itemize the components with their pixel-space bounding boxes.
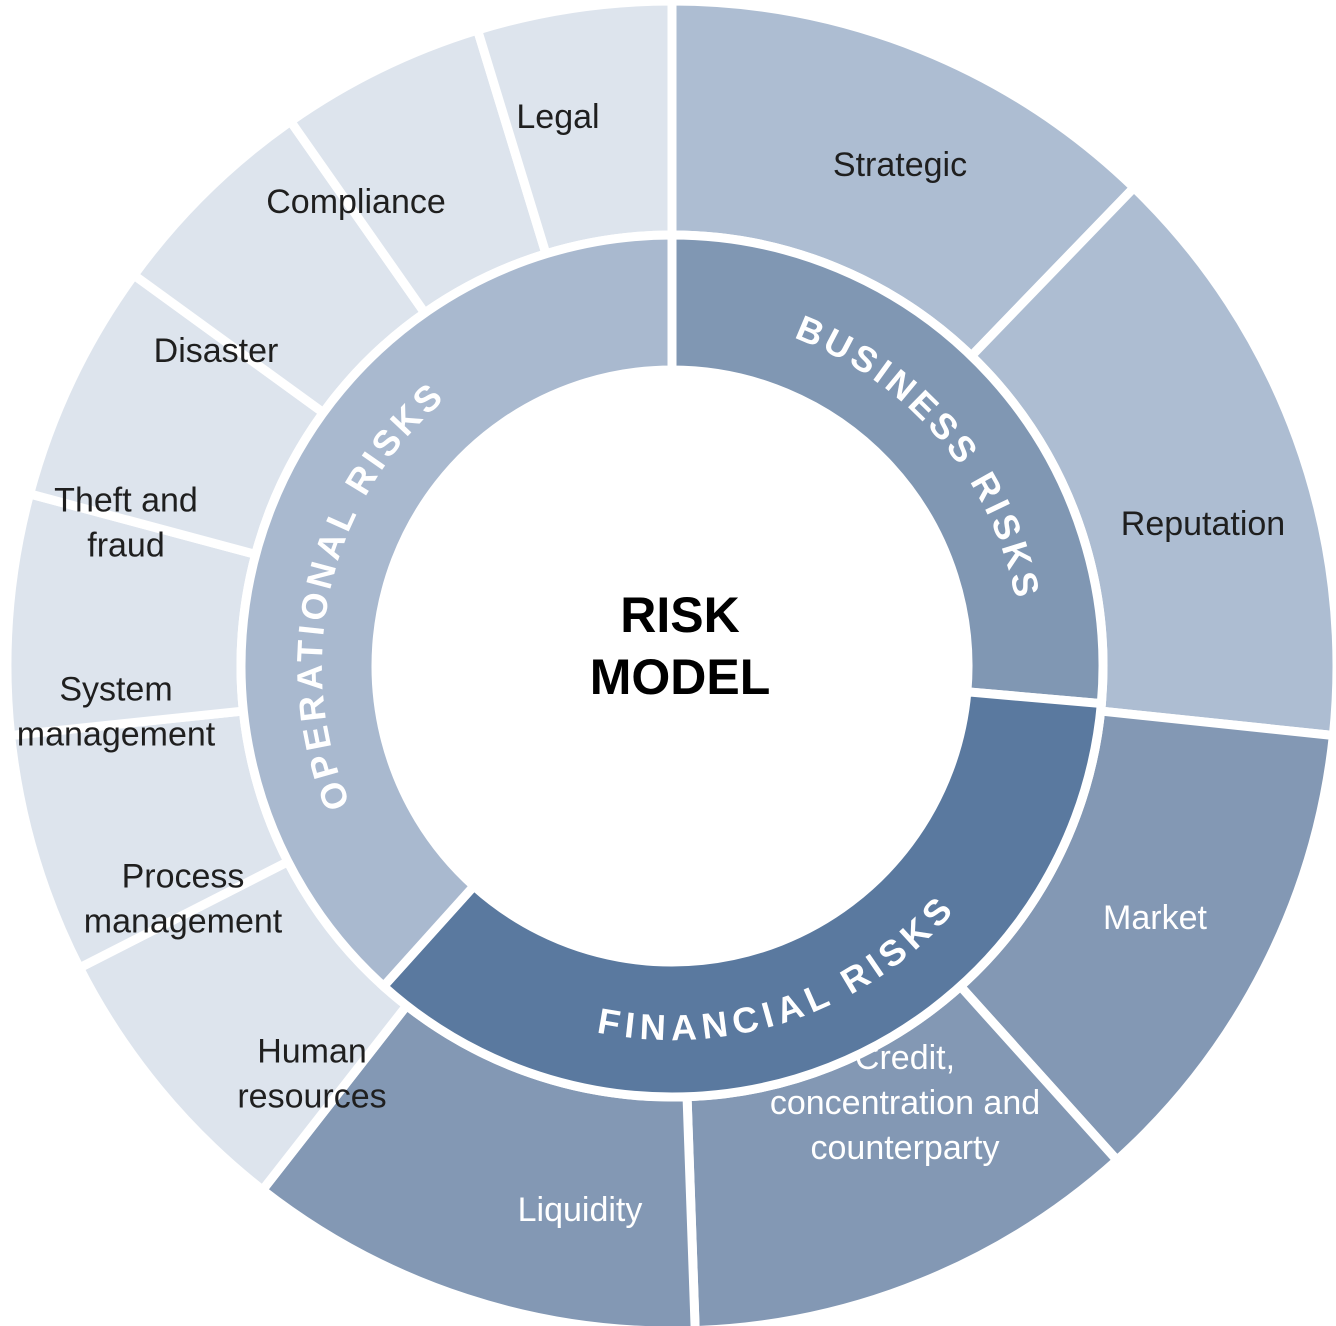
financial-item-label: Liquidity [518, 1191, 643, 1229]
operational-item-label: fraud [87, 527, 165, 565]
financial-item-label: concentration and [770, 1084, 1040, 1122]
financial-item-label: counterparty [811, 1129, 1000, 1167]
operational-item-label: Human [257, 1033, 367, 1071]
business-item-label: Strategic [833, 146, 967, 184]
financial-ring-sector [377, 686, 1107, 1102]
operational-item-label: Disaster [154, 332, 279, 370]
operational-item-label: management [84, 903, 283, 941]
operational-item-label: Process [122, 858, 245, 896]
operational-item-label: System [59, 671, 172, 709]
operational-item-label: resources [237, 1078, 386, 1116]
business-item-label: Reputation [1121, 505, 1285, 543]
center-circle [376, 370, 968, 962]
center-title-line1: RISK [620, 587, 739, 643]
operational-item-label: management [17, 716, 216, 754]
center-title-line2: MODEL [590, 649, 771, 705]
operational-item-label: Compliance [266, 183, 446, 221]
financial-item-label: Market [1103, 899, 1207, 937]
operational-item-label: Theft and [54, 482, 198, 520]
operational-item-label: Legal [516, 98, 599, 136]
